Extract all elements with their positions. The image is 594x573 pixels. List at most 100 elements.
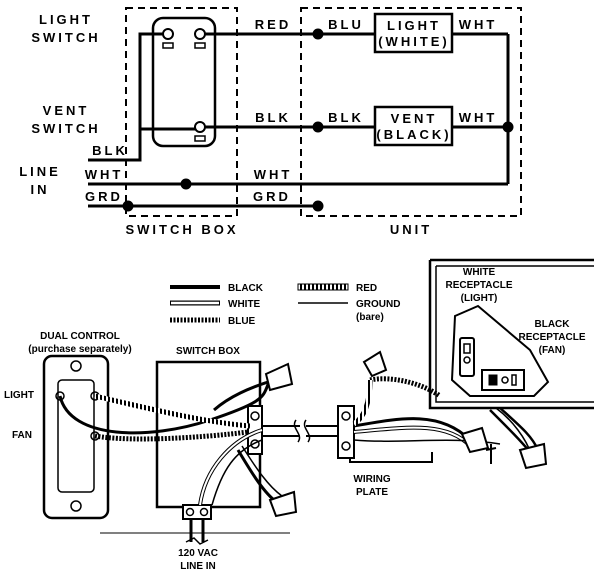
blk-feed-wire bbox=[88, 32, 163, 162]
splice-dot bbox=[312, 28, 324, 40]
vent-box bbox=[373, 105, 454, 147]
clamp-screw bbox=[341, 411, 351, 421]
white-receptacle-label-2: RECEPTACLE bbox=[445, 280, 512, 291]
dual-control-title: DUAL CONTROL bbox=[40, 331, 120, 342]
line-in-pictorial-label: LINE IN bbox=[180, 561, 216, 572]
light-box-sublabel: (WHITE) bbox=[378, 34, 450, 49]
light-switch-label: LIGHT bbox=[39, 12, 93, 27]
unit-black-wire bbox=[353, 417, 472, 442]
wht-label: WHT bbox=[85, 167, 124, 182]
unit-blue-wire bbox=[369, 376, 442, 399]
legend-black-label: BLACK bbox=[228, 283, 264, 294]
splice-dot bbox=[502, 121, 514, 133]
unit-outline bbox=[300, 7, 522, 217]
schematic-labels: LIGHT SWITCH VENT SWITCH LINE IN BLK WHT… bbox=[19, 12, 498, 237]
white-wire-inner bbox=[199, 429, 263, 506]
wire-nut bbox=[264, 362, 294, 392]
light-box-label: LIGHT bbox=[387, 18, 441, 33]
black-receptacle-label: BLACK bbox=[535, 319, 571, 330]
unit-housing-inner bbox=[435, 265, 594, 403]
receptacle-hole bbox=[463, 356, 471, 364]
pictorial-labels: DUAL CONTROL (purchase separately) LIGHT… bbox=[4, 267, 586, 572]
receptacle-hole bbox=[501, 376, 509, 384]
clamp-screw bbox=[185, 507, 195, 517]
dual-control-toggle-area bbox=[57, 379, 95, 493]
unit-red-wire bbox=[352, 379, 373, 427]
splice-dot bbox=[312, 200, 324, 212]
blue-wire-fan bbox=[94, 429, 249, 442]
grd-label: GRD bbox=[85, 189, 123, 204]
wht-mid-label: WHT bbox=[254, 167, 293, 182]
switch-box-pictorial-label: SWITCH BOX bbox=[176, 346, 240, 357]
wht-unit-label: WHT bbox=[459, 17, 498, 32]
vent-switch-label: VENT bbox=[43, 103, 90, 118]
fan-label: FAN bbox=[12, 430, 32, 441]
splice-dot bbox=[180, 178, 192, 190]
splice-dot bbox=[312, 121, 324, 133]
unit-white-wire-inner bbox=[353, 426, 471, 447]
receptacle-slot bbox=[463, 343, 471, 354]
dual-control-note: (purchase separately) bbox=[28, 344, 131, 355]
plate-screw bbox=[485, 444, 497, 464]
pictorial bbox=[42, 258, 594, 545]
legend-ground-note: (bare) bbox=[356, 312, 384, 323]
switch-box-title: SWITCH BOX bbox=[125, 222, 238, 237]
line-in-label: LINE bbox=[19, 164, 61, 179]
box-wire bbox=[241, 445, 283, 497]
legend-blue-label: BLUE bbox=[228, 316, 256, 327]
legend: BLACK WHITE BLUE RED GROUND (bare) bbox=[170, 283, 400, 327]
line-in-cable-break bbox=[185, 537, 209, 545]
vent-box-label: VENT bbox=[391, 111, 438, 126]
clamp-screw bbox=[199, 507, 209, 517]
light-label: LIGHT bbox=[4, 390, 34, 401]
red-label: RED bbox=[255, 17, 291, 32]
wiring-plate-label-2: PLATE bbox=[356, 487, 388, 498]
dual-switch-body bbox=[151, 16, 217, 148]
wire-nut bbox=[460, 426, 490, 454]
black-receptacle-label-2: RECEPTACLE bbox=[518, 332, 585, 343]
clamp-screw bbox=[341, 441, 351, 451]
wiring-plate-label: WIRING bbox=[353, 474, 390, 485]
vent-switch-label-2: SWITCH bbox=[31, 121, 100, 136]
red-wire-light bbox=[94, 393, 251, 429]
box-wire bbox=[236, 449, 275, 502]
legend-red-swatch bbox=[297, 283, 349, 291]
splice-dot bbox=[122, 200, 134, 212]
switch-terminal bbox=[162, 28, 174, 40]
clamp-screw bbox=[250, 439, 260, 449]
box-wire bbox=[213, 380, 269, 412]
grd-mid-label: GRD bbox=[253, 189, 291, 204]
light-box bbox=[373, 12, 454, 54]
switch-slot bbox=[162, 42, 174, 49]
receptacle-slot bbox=[511, 374, 517, 386]
line-in-voltage-label: 120 VAC bbox=[178, 548, 218, 559]
blk-unit-label: BLK bbox=[328, 110, 364, 125]
wire-nut bbox=[362, 350, 388, 378]
switch-terminal bbox=[194, 121, 206, 133]
legend-red-label: RED bbox=[356, 283, 377, 294]
legend-white-label: WHITE bbox=[228, 299, 261, 310]
ground-wire bbox=[211, 439, 263, 506]
white-receptacle-label-3: (LIGHT) bbox=[461, 293, 498, 304]
unit-title: UNIT bbox=[390, 222, 432, 237]
legend-ground-label: GROUND bbox=[356, 299, 400, 310]
mount-screw bbox=[70, 360, 82, 372]
unit-wire-bundle bbox=[499, 407, 540, 451]
receptacle-slot bbox=[488, 374, 498, 386]
clamp-screw bbox=[250, 411, 260, 421]
schematic bbox=[88, 7, 522, 217]
blk-mid-label: BLK bbox=[255, 110, 291, 125]
black-receptacle-label-3: (FAN) bbox=[539, 345, 566, 356]
white-receptacle-label: WHITE bbox=[463, 267, 496, 278]
blk-label: BLK bbox=[92, 143, 128, 158]
cable-break bbox=[293, 419, 301, 443]
switch-slot bbox=[194, 135, 206, 142]
switch-terminal bbox=[194, 28, 206, 40]
cable-break bbox=[303, 419, 311, 443]
black-wire-light bbox=[58, 379, 272, 435]
switch-box-outline bbox=[125, 7, 238, 217]
mount-screw bbox=[70, 500, 82, 512]
light-switch-label-2: SWITCH bbox=[31, 30, 100, 45]
wht-unit-label-2: WHT bbox=[459, 110, 498, 125]
